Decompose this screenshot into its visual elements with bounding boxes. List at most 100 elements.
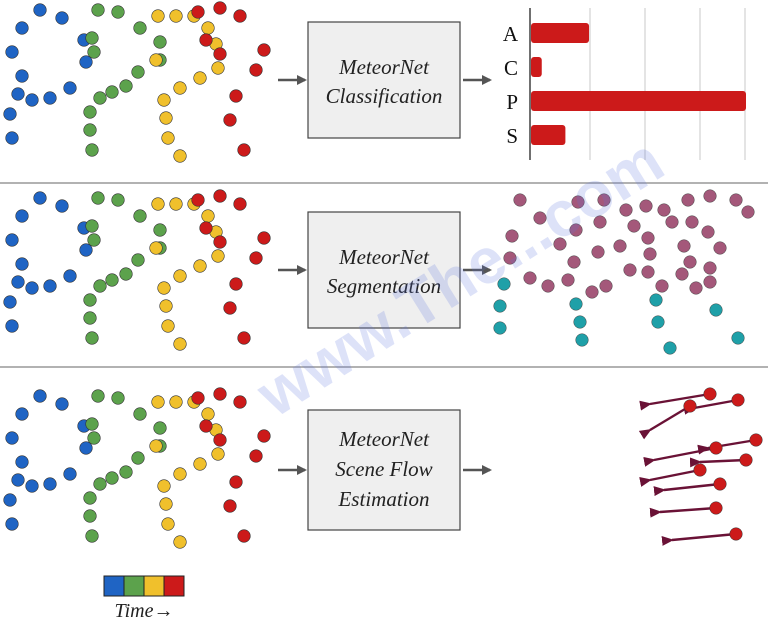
- time-point: [85, 31, 99, 45]
- segment-point-upper: [567, 255, 581, 269]
- time-point: [213, 387, 227, 401]
- time-point: [193, 71, 207, 85]
- time-point: [85, 219, 99, 233]
- flow-source-point: [709, 501, 723, 515]
- time-point: [63, 467, 77, 481]
- time-point: [93, 91, 107, 105]
- segment-point-upper: [593, 215, 607, 229]
- time-point: [85, 529, 99, 543]
- time-point: [111, 193, 125, 207]
- time-point: [83, 509, 97, 523]
- segment-point-upper: [627, 219, 641, 233]
- time-point: [5, 131, 19, 145]
- segmentation-output-cloud: [493, 189, 755, 355]
- time-legend-swatch: [163, 575, 185, 597]
- time-point: [191, 391, 205, 405]
- time-point: [85, 417, 99, 431]
- flow-source-point: [709, 441, 723, 455]
- time-point: [79, 441, 93, 455]
- time-point: [161, 319, 175, 333]
- time-point: [87, 45, 101, 59]
- time-point: [55, 397, 69, 411]
- time-point: [105, 85, 119, 99]
- flow-source-point: [713, 477, 727, 491]
- segment-point-upper: [713, 241, 727, 255]
- chart-bar: [531, 23, 590, 43]
- segment-point-upper: [599, 279, 613, 293]
- segment-point-upper: [623, 263, 637, 277]
- segment-point-upper: [585, 285, 599, 299]
- time-point: [169, 395, 183, 409]
- segmentation-task-label: Segmentation: [327, 274, 441, 298]
- time-point: [223, 113, 237, 127]
- time-point: [25, 479, 39, 493]
- segment-point-upper: [523, 271, 537, 285]
- time-point: [83, 293, 97, 307]
- time-point: [11, 275, 25, 289]
- segmentation-model-label: MeteorNet: [338, 245, 430, 269]
- time-point: [43, 279, 57, 293]
- time-point: [11, 473, 25, 487]
- segment-point-upper: [703, 261, 717, 275]
- flow-vector-arrow: [649, 506, 717, 518]
- time-point: [119, 79, 133, 93]
- time-point: [201, 21, 215, 35]
- time-point: [153, 421, 167, 435]
- time-point: [157, 281, 171, 295]
- time-point: [5, 319, 19, 333]
- classification-box: MeteorNet Classification: [307, 21, 461, 139]
- time-point: [131, 451, 145, 465]
- time-point: [151, 197, 165, 211]
- time-point: [153, 35, 167, 49]
- time-legend-swatch: [103, 575, 125, 597]
- segment-point-lower: [663, 341, 677, 355]
- time-point: [111, 391, 125, 405]
- time-point: [173, 149, 187, 163]
- segment-point-upper: [613, 239, 627, 253]
- time-point: [131, 253, 145, 267]
- chart-bar: [531, 91, 746, 111]
- chart-bar: [531, 125, 566, 145]
- time-point: [83, 311, 97, 325]
- segment-point-upper: [665, 215, 679, 229]
- time-point: [173, 269, 187, 283]
- time-point: [237, 331, 251, 345]
- scene-flow-task-label: Scene Flow: [335, 457, 432, 481]
- time-point: [229, 89, 243, 103]
- scene-flow-model-label: MeteorNet: [338, 427, 430, 451]
- time-point: [133, 21, 147, 35]
- segment-point-lower: [497, 277, 511, 291]
- time-point: [93, 477, 107, 491]
- classification-model-label: MeteorNet: [338, 55, 430, 79]
- time-point: [159, 299, 173, 313]
- time-point: [79, 243, 93, 257]
- time-point: [3, 295, 17, 309]
- segment-point-lower: [493, 299, 507, 313]
- segment-point-upper: [619, 203, 633, 217]
- time-point: [33, 389, 47, 403]
- segment-point-upper: [655, 279, 669, 293]
- segment-point-upper: [641, 265, 655, 279]
- segment-point-upper: [675, 267, 689, 281]
- segment-point-upper: [591, 245, 605, 259]
- scene-flow-task-label-2: Estimation: [337, 487, 429, 511]
- time-point: [153, 223, 167, 237]
- time-point: [5, 431, 19, 445]
- segment-point-lower: [651, 315, 665, 329]
- time-point: [105, 273, 119, 287]
- flow-vector-arrow: [638, 404, 691, 440]
- time-point: [201, 407, 215, 421]
- segment-point-lower: [569, 297, 583, 311]
- time-point: [249, 449, 263, 463]
- chart-category-label: A: [503, 22, 519, 46]
- segment-point-upper: [641, 231, 655, 245]
- time-point: [257, 429, 271, 443]
- time-point: [25, 281, 39, 295]
- time-point: [173, 337, 187, 351]
- flow-source-point: [731, 393, 745, 407]
- time-point: [105, 471, 119, 485]
- time-point: [5, 517, 19, 531]
- time-point: [149, 53, 163, 67]
